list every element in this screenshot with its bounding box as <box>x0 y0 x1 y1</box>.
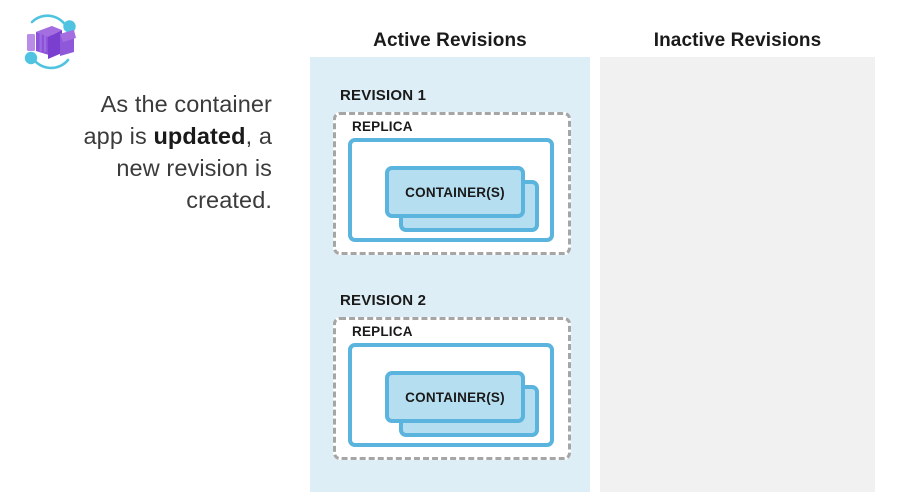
revision-label-2: REVISION 2 <box>340 292 427 309</box>
caption-line-2-suffix: , a <box>245 123 272 149</box>
revision-group-1: REVISION 1 REPLICA CONTAINER(S) <box>333 87 571 255</box>
revision-box-1: REPLICA CONTAINER(S) <box>333 112 571 255</box>
revision-label-1: REVISION 1 <box>340 87 427 104</box>
replica-frame-1: CONTAINER(S) <box>348 138 554 242</box>
container-card-front-2: CONTAINER(S) <box>385 371 525 423</box>
container-label-1: CONTAINER(S) <box>405 184 505 200</box>
replica-frame-2: CONTAINER(S) <box>348 343 554 447</box>
inactive-revisions-heading: Inactive Revisions <box>653 30 822 51</box>
azure-container-apps-logo-icon <box>14 10 86 74</box>
caption-paragraph: As the container app is updated, a new r… <box>18 88 272 216</box>
container-card-front-1: CONTAINER(S) <box>385 166 525 218</box>
caption-line-2-emphasis: updated <box>153 123 246 149</box>
inactive-revisions-panel <box>600 57 875 492</box>
revision-box-2: REPLICA CONTAINER(S) <box>333 317 571 460</box>
active-revisions-heading: Active Revisions <box>373 30 527 51</box>
caption-line-1: As the container <box>100 91 272 117</box>
caption-line-2-prefix: app is <box>83 123 154 149</box>
active-revisions-panel: REVISION 1 REPLICA CONTAINER(S) REVISION… <box>310 57 590 492</box>
replica-label-2: REPLICA <box>352 324 413 339</box>
replica-label-1: REPLICA <box>352 119 413 134</box>
revision-group-2: REVISION 2 REPLICA CONTAINER(S) <box>333 292 571 460</box>
caption-line-4: created. <box>186 187 272 213</box>
container-label-2: CONTAINER(S) <box>405 389 505 405</box>
caption-line-3: new revision is <box>116 155 272 181</box>
explanation-column: As the container app is updated, a new r… <box>0 0 300 501</box>
